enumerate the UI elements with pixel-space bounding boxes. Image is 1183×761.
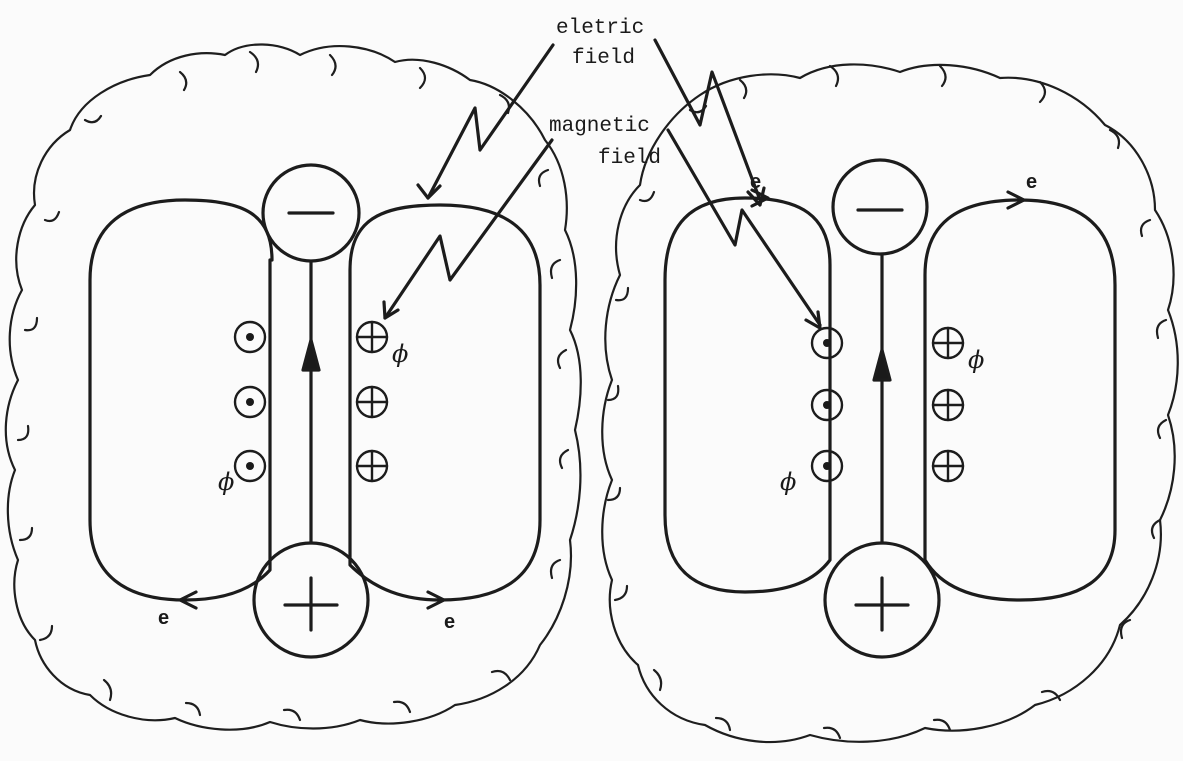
left-dipole-diagram: ϕ ϕ e e bbox=[6, 44, 581, 729]
electric-field-label-line2: field bbox=[572, 47, 635, 70]
left-electron-label-left: e bbox=[158, 607, 169, 629]
magnetic-field-label-line2: field bbox=[598, 147, 661, 170]
magnetic-field-label-line1: magnetic bbox=[549, 115, 650, 138]
right-dot-center bbox=[823, 462, 831, 470]
left-field-in-symbols bbox=[357, 322, 387, 481]
left-dot-center bbox=[246, 462, 254, 470]
left-dot-center bbox=[246, 333, 254, 341]
right-negative-charge bbox=[833, 160, 927, 254]
right-dot-center bbox=[823, 339, 831, 347]
right-field-out-symbols bbox=[812, 328, 842, 481]
right-cloud-hooks bbox=[608, 66, 1166, 738]
right-field-in-symbols bbox=[933, 328, 963, 481]
left-field-out-symbols bbox=[235, 322, 265, 481]
electric-field-pointer-left-head bbox=[418, 185, 440, 198]
left-cloud-hooks bbox=[18, 52, 568, 720]
left-phi-right: ϕ bbox=[392, 340, 408, 368]
right-electron-label-top-right: e bbox=[1026, 171, 1037, 193]
left-conductor-arrow bbox=[303, 340, 319, 370]
left-phi-left: ϕ bbox=[218, 468, 234, 496]
left-field-cloud bbox=[6, 44, 581, 729]
electric-field-label-line1: eletric bbox=[556, 17, 644, 40]
annotation-pointers bbox=[384, 40, 820, 328]
right-conductor-arrow bbox=[874, 350, 890, 380]
annotation-labels: eletric field magnetic field bbox=[549, 17, 661, 170]
right-phi-right: ϕ bbox=[968, 346, 984, 374]
left-dot-center bbox=[246, 398, 254, 406]
magnetic-field-pointer-left bbox=[385, 140, 552, 318]
left-electron-label-right: e bbox=[444, 611, 455, 633]
left-current-loop-left bbox=[90, 200, 272, 600]
right-current-loop-right bbox=[925, 200, 1115, 600]
right-phi-left: ϕ bbox=[780, 468, 796, 496]
right-current-loop-left bbox=[665, 198, 830, 592]
right-dot-center bbox=[823, 401, 831, 409]
